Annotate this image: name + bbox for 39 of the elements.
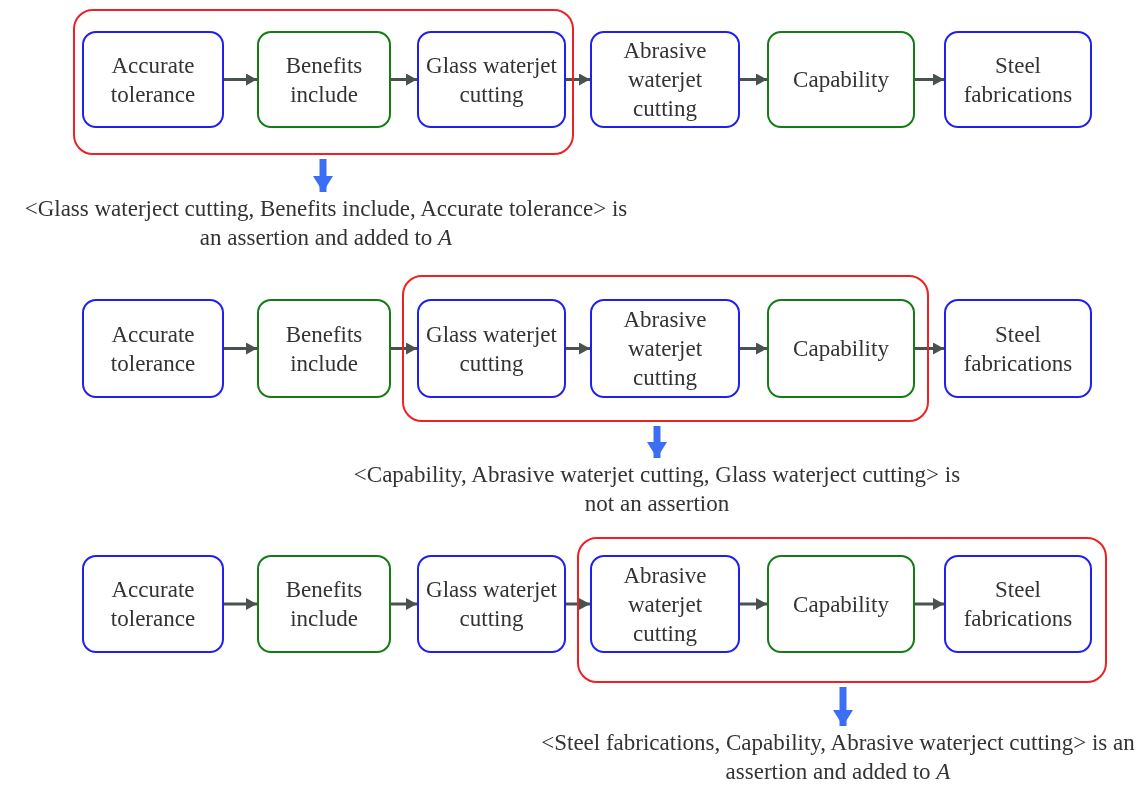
arrow <box>224 342 257 355</box>
arrow <box>566 598 590 610</box>
concept-box: Benefits include <box>257 31 391 128</box>
concept-box: Steel fabrications <box>944 31 1092 128</box>
concept-box: Accurate tolerance <box>82 555 224 653</box>
arrow <box>391 342 417 355</box>
arrow <box>566 73 590 86</box>
concept-box: Steel fabrications <box>944 299 1092 398</box>
concept-box: Abrasive waterjet cutting <box>590 299 740 398</box>
arrow <box>391 73 417 86</box>
arrow <box>391 598 417 610</box>
concept-box: Abrasive waterjet cutting <box>590 555 740 653</box>
arrow <box>224 598 257 610</box>
arrow <box>915 342 944 355</box>
highlight-frame <box>402 275 929 422</box>
arrow <box>915 598 944 610</box>
concept-box: Accurate tolerance <box>82 299 224 398</box>
arrow <box>740 598 767 610</box>
arrow <box>740 73 767 86</box>
concept-box: Capability <box>767 555 915 653</box>
concept-box: Glass waterjet cutting <box>417 299 566 398</box>
assertion-note: <Steel fabrications, Capability, Abrasive waterject cutting> is an assertion and added to A <box>538 728 1138 786</box>
assertion-note: <Capability, Abrasive waterjet cutting, Glass waterject cutting> is not an assertion <box>337 460 977 522</box>
concept-box: Benefits include <box>257 299 391 398</box>
concept-box: Benefits include <box>257 555 391 653</box>
concept-box: Accurate tolerance <box>82 31 224 128</box>
highlight-frame <box>73 9 574 155</box>
concept-box: Steel fabrications <box>944 555 1092 653</box>
concept-box: Capability <box>767 31 915 128</box>
assertion-note: <Glass waterject cutting, Benefits include, Accurate tolerance> is an assertion and added to A <box>20 194 632 256</box>
arrow <box>915 73 944 86</box>
concept-box: Abrasive waterjet cutting <box>590 31 740 128</box>
arrow <box>224 73 257 86</box>
arrow <box>566 342 590 355</box>
concept-box: Capability <box>767 299 915 398</box>
highlight-frame <box>577 537 1107 683</box>
concept-box: Glass waterjet cutting <box>417 555 566 653</box>
concept-box: Glass waterjet cutting <box>417 31 566 128</box>
arrow <box>740 342 767 355</box>
